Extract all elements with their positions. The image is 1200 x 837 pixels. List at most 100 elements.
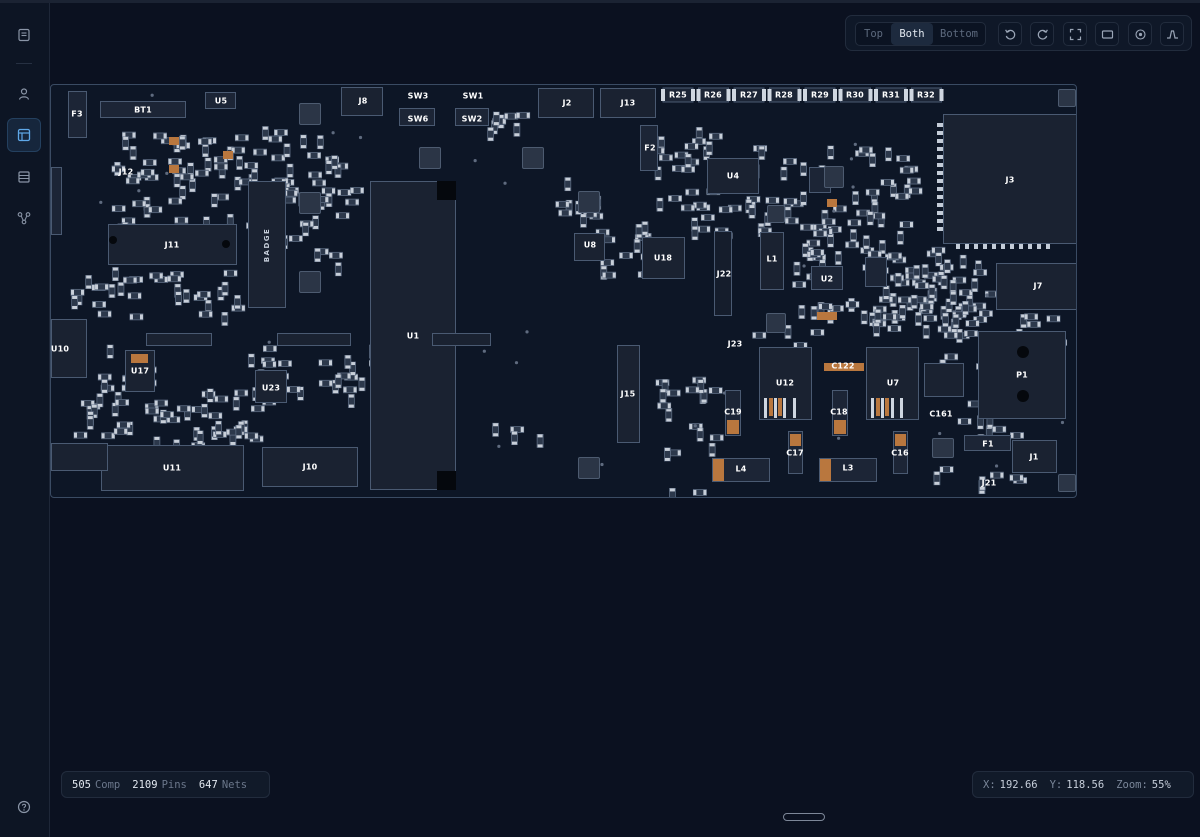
component-J13[interactable] — [600, 88, 656, 118]
mounting-hole — [437, 181, 456, 200]
test-pad — [767, 205, 785, 223]
board-layout-icon[interactable] — [7, 118, 41, 152]
component-SW2[interactable] — [455, 108, 489, 126]
label-SW1: SW1 — [462, 91, 484, 101]
pcb-traces — [69, 87, 1068, 497]
component-SW6[interactable] — [399, 108, 435, 126]
pad — [834, 420, 846, 434]
pad — [885, 398, 889, 416]
test-pad — [299, 103, 321, 125]
label-J13: J13 — [620, 98, 636, 108]
component-J10[interactable] — [262, 447, 358, 487]
component-J3[interactable] — [943, 114, 1076, 244]
test-pad — [578, 457, 600, 479]
component-label-strip — [146, 333, 212, 346]
component-edge-connector[interactable] — [51, 167, 62, 235]
component-U2[interactable] — [811, 266, 843, 290]
pad — [131, 354, 148, 363]
component-U10[interactable] — [51, 319, 87, 378]
zoom-value: 55% — [1151, 778, 1171, 791]
component-J11[interactable] — [108, 224, 237, 265]
label-L3: L3 — [842, 463, 854, 473]
label-BT1: BT1 — [134, 105, 152, 115]
test-pad — [299, 271, 321, 293]
layer-both-option[interactable]: Both — [891, 23, 933, 45]
component-F3[interactable] — [68, 91, 87, 138]
label-U23: U23 — [261, 383, 281, 393]
pad — [774, 398, 777, 418]
component-J1[interactable] — [1012, 440, 1057, 473]
label-U17: U17 — [130, 366, 150, 376]
outline-icon[interactable] — [1095, 22, 1119, 46]
component-unit: Comp — [94, 778, 121, 791]
component-J2[interactable] — [538, 88, 594, 118]
label-F2: F2 — [644, 143, 656, 153]
fit-screen-icon[interactable] — [1063, 22, 1087, 46]
pcb-board[interactable]: F3 BT1 U5 J8 SW3 SW1 SW6 SW2 J2 J13 R25 … — [50, 84, 1077, 498]
mounting-hole — [109, 236, 117, 244]
label-R28: R28 — [775, 90, 793, 100]
component-J8[interactable] — [341, 87, 383, 116]
cursor-readout: X:192.66 Y:118.56 Zoom:55% — [972, 771, 1194, 798]
label-J23: J23 — [727, 339, 743, 349]
label-R32: R32 — [917, 90, 935, 100]
component-F2[interactable] — [640, 125, 658, 171]
label-J3: J3 — [1005, 175, 1015, 185]
label-J1: J1 — [1029, 452, 1039, 462]
layer-bottom-option[interactable]: Bottom — [940, 28, 978, 40]
component-L1[interactable] — [760, 232, 784, 290]
sidebar — [0, 3, 50, 837]
target-icon[interactable] — [1128, 22, 1152, 46]
component-U23[interactable] — [255, 370, 287, 403]
label-J15: J15 — [620, 389, 636, 399]
component-J22[interactable] — [714, 231, 732, 316]
label-U2: U2 — [820, 274, 834, 284]
component-F1[interactable] — [964, 435, 1011, 451]
component-badge[interactable] — [248, 181, 286, 308]
component-U5[interactable] — [205, 92, 236, 109]
test-pad — [299, 192, 321, 214]
mounting-hole — [222, 240, 230, 248]
component-J7[interactable] — [996, 263, 1076, 310]
label-U1: U1 — [406, 331, 420, 341]
label-C17: C17 — [786, 448, 804, 458]
pad — [900, 398, 903, 418]
help-icon[interactable] — [7, 790, 41, 824]
component-U11[interactable] — [101, 445, 244, 491]
component-U4[interactable] — [707, 158, 759, 194]
signal-icon[interactable] — [1160, 22, 1184, 46]
component-U18[interactable] — [642, 237, 685, 279]
pad — [824, 363, 864, 371]
user-icon[interactable] — [7, 77, 41, 111]
nodes-icon[interactable] — [7, 201, 41, 235]
label-U18: U18 — [653, 253, 673, 263]
x-label: X: — [983, 778, 996, 791]
pad — [769, 398, 773, 416]
pad — [764, 398, 767, 418]
component-quad[interactable] — [865, 257, 887, 287]
label-J11: J11 — [164, 240, 180, 250]
component-J15[interactable] — [617, 345, 640, 443]
component-BT1[interactable] — [100, 101, 186, 118]
table-icon[interactable] — [7, 160, 41, 194]
label-badge: BADGE — [263, 227, 271, 263]
rotate-ccw-icon[interactable] — [998, 22, 1022, 46]
pad — [895, 434, 906, 446]
label-L4: L4 — [735, 464, 747, 474]
pin-count: 2109 — [132, 778, 158, 791]
label-SW3: SW3 — [407, 91, 429, 101]
rotate-cw-icon[interactable] — [1030, 22, 1054, 46]
component-P1[interactable] — [978, 331, 1066, 419]
component-ic[interactable] — [924, 363, 964, 397]
label-SW2: SW2 — [461, 114, 483, 124]
component-U8[interactable] — [574, 233, 605, 261]
top-edge — [0, 0, 1200, 3]
layer-top-option[interactable]: Top — [864, 28, 883, 40]
layer-toggle: Top Both Bottom — [855, 22, 986, 46]
pad — [871, 398, 874, 418]
pad — [790, 434, 801, 446]
drawer-handle[interactable] — [783, 813, 825, 821]
document-icon[interactable] — [7, 18, 41, 52]
label-R25: R25 — [669, 90, 687, 100]
label-U8: U8 — [583, 240, 597, 250]
